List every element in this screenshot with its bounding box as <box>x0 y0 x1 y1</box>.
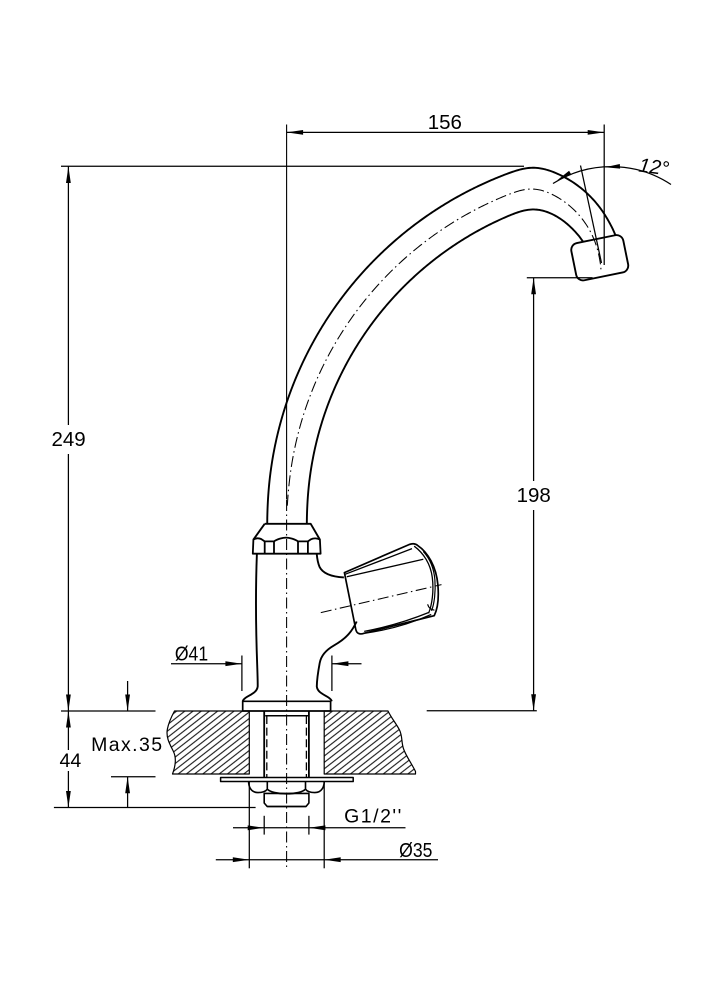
svg-text:G1/2'': G1/2'' <box>344 806 403 828</box>
svg-text:Max.35: Max.35 <box>91 734 163 756</box>
svg-text:44: 44 <box>60 750 82 772</box>
svg-text:Ø35: Ø35 <box>399 839 432 861</box>
svg-text:156: 156 <box>428 111 462 134</box>
svg-text:198: 198 <box>517 484 551 507</box>
svg-text:12°: 12° <box>637 155 670 181</box>
svg-text:249: 249 <box>51 428 85 451</box>
svg-text:Ø41: Ø41 <box>175 642 208 664</box>
